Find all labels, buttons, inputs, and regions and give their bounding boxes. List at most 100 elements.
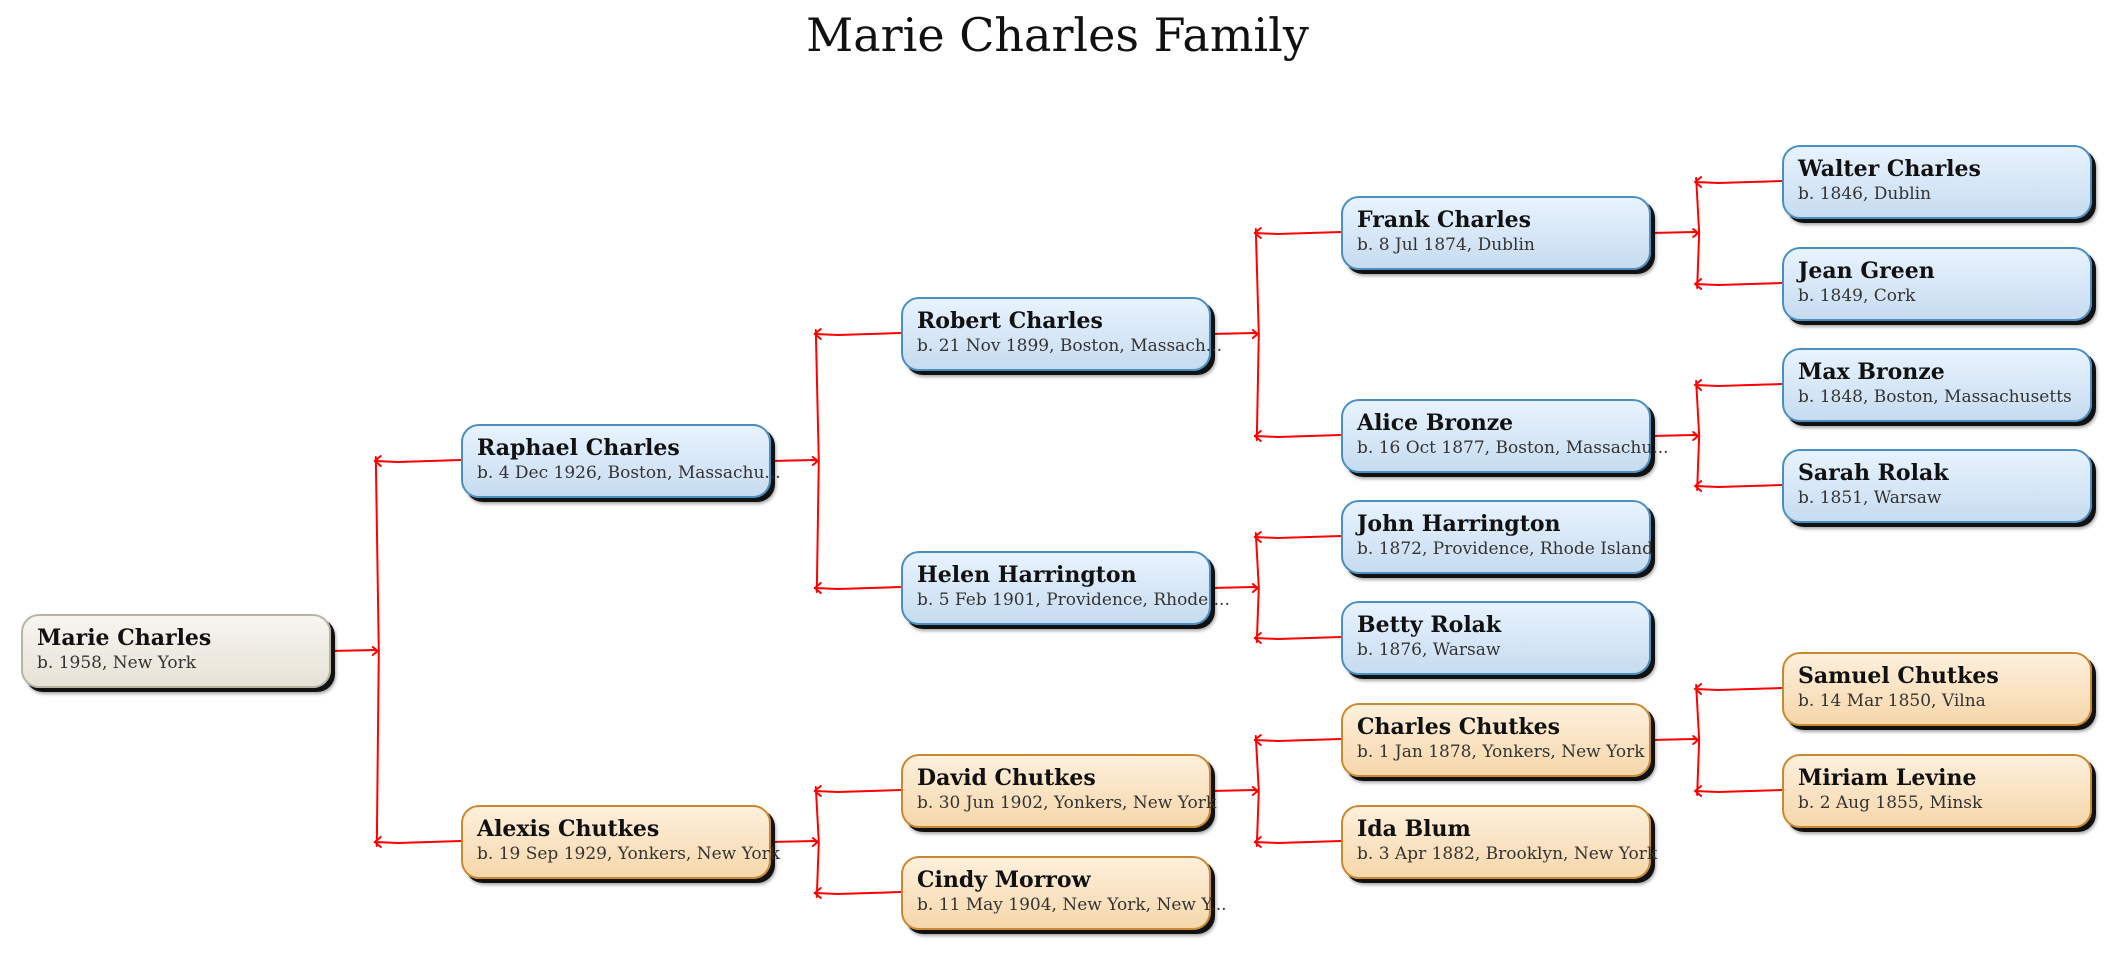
connector-child-line: [770, 459, 819, 462]
person-name: Helen Harrington: [917, 562, 1137, 588]
person-card-sarah-rolak[interactable]: Sarah Rolak b. 1851, Warsaw: [1782, 449, 2092, 523]
connector-father-line: [1253, 231, 1342, 235]
person-card-samuel-chutkes[interactable]: Samuel Chutkes b. 14 Mar 1850, Vilna: [1782, 652, 2092, 726]
person-birth: b. 1849, Cork: [1798, 286, 1916, 306]
person-name: Betty Rolak: [1357, 612, 1502, 638]
person-name: Robert Charles: [917, 308, 1103, 334]
connector-vertical-line: [374, 456, 380, 847]
connector-vertical-line: [1695, 684, 1701, 796]
connector-tick: [1694, 785, 1703, 797]
connector-arrowhead: [1692, 735, 1700, 745]
connector-arrowhead: [811, 837, 819, 847]
connector-child-line: [330, 649, 379, 652]
person-name: Cindy Morrow: [917, 867, 1091, 893]
connector-father-line: [373, 459, 462, 463]
connector-tick: [1253, 734, 1262, 746]
person-card-cindy-morrow[interactable]: Cindy Morrow b. 11 May 1904, New York, N…: [901, 856, 1227, 930]
person-card-alice-bronze[interactable]: Alice Bronze b. 16 Oct 1877, Boston, Mas…: [1341, 399, 1669, 473]
connector-tick: [373, 455, 382, 467]
person-birth: b. 1876, Warsaw: [1357, 640, 1501, 660]
person-name: Alice Bronze: [1357, 410, 1514, 436]
person-name: Miriam Levine: [1798, 765, 1977, 791]
connector-tick: [1694, 683, 1703, 695]
connector-tick: [1253, 430, 1262, 442]
person-birth: b. 8 Jul 1874, Dublin: [1357, 235, 1535, 255]
person-name: Walter Charles: [1798, 156, 1981, 182]
connector-mother-line: [1694, 789, 1783, 793]
person-card-marie-charles[interactable]: Marie Charles b. 1958, New York: [21, 614, 331, 688]
connector-mother-line: [1253, 434, 1342, 438]
person-birth: b. 5 Feb 1901, Providence, Rhode ...: [917, 590, 1230, 610]
person-birth: b. 14 Mar 1850, Vilna: [1798, 691, 1986, 711]
connector-child-line: [1210, 586, 1259, 589]
connector-tick: [813, 328, 822, 340]
connector-mother-line: [1694, 484, 1783, 488]
connector-father-line: [1694, 383, 1783, 387]
connector-arrowhead: [1251, 786, 1259, 796]
person-name: Ida Blum: [1357, 816, 1471, 842]
person-card-ida-blum[interactable]: Ida Blum b. 3 Apr 1882, Brooklyn, New Yo…: [1341, 805, 1658, 879]
connector-mother-line: [1694, 282, 1783, 286]
connector-tick: [1253, 836, 1262, 848]
person-card-jean-green[interactable]: Jean Green b. 1849, Cork: [1782, 247, 2092, 321]
person-birth: b. 1848, Boston, Massachusetts: [1798, 387, 2072, 407]
person-name: Sarah Rolak: [1798, 460, 1949, 486]
chart-title: Marie Charles Family: [806, 8, 1309, 62]
person-name: Frank Charles: [1357, 207, 1532, 233]
connector-mother-line: [813, 891, 902, 895]
connector-vertical-line: [814, 329, 820, 593]
person-name: Max Bronze: [1798, 359, 1945, 385]
person-birth: b. 4 Dec 1926, Boston, Massachu...: [477, 463, 781, 483]
person-birth: b. 16 Oct 1877, Boston, Massachu...: [1357, 438, 1669, 458]
connector-vertical-line: [1254, 228, 1260, 441]
connector-tick: [1694, 480, 1703, 492]
connector-tick: [373, 836, 382, 848]
person-card-john-harrington[interactable]: John Harrington b. 1872, Providence, Rho…: [1341, 500, 1654, 574]
person-birth: b. 30 Jun 1902, Yonkers, New York: [917, 793, 1217, 813]
person-card-miriam-levine[interactable]: Miriam Levine b. 2 Aug 1855, Minsk: [1782, 754, 2092, 828]
person-card-betty-rolak[interactable]: Betty Rolak b. 1876, Warsaw: [1341, 601, 1651, 675]
connector-arrowhead: [1251, 583, 1259, 593]
connector-arrowhead: [811, 456, 819, 466]
person-birth: b. 1 Jan 1878, Yonkers, New York: [1357, 742, 1645, 762]
connector-child-line: [1650, 231, 1700, 234]
connector-vertical-line: [1695, 380, 1701, 491]
person-card-raphael-charles[interactable]: Raphael Charles b. 4 Dec 1926, Boston, M…: [461, 424, 781, 498]
connector-child-line: [770, 840, 819, 843]
connector-tick: [813, 887, 822, 899]
person-card-walter-charles[interactable]: Walter Charles b. 1846, Dublin: [1782, 145, 2092, 219]
connector-mother-line: [373, 840, 462, 844]
connector-mother-line: [1253, 636, 1342, 640]
connector-child-line: [1210, 332, 1259, 335]
person-card-robert-charles[interactable]: Robert Charles b. 21 Nov 1899, Boston, M…: [901, 297, 1222, 371]
connector-tick: [1694, 379, 1703, 391]
person-name: David Chutkes: [917, 765, 1096, 791]
person-birth: b. 3 Apr 1882, Brooklyn, New York: [1357, 844, 1658, 864]
connector-arrowhead: [1692, 228, 1700, 238]
connector-tick: [1253, 227, 1262, 239]
connector-vertical-line: [1254, 532, 1260, 643]
person-card-helen-harrington[interactable]: Helen Harrington b. 5 Feb 1901, Providen…: [901, 551, 1230, 625]
person-birth: b. 1872, Providence, Rhode Island: [1357, 539, 1654, 559]
person-birth: b. 11 May 1904, New York, New Y...: [917, 895, 1227, 915]
person-birth: b. 19 Sep 1929, Yonkers, New York: [477, 844, 781, 864]
person-card-charles-chutkes[interactable]: Charles Chutkes b. 1 Jan 1878, Yonkers, …: [1341, 703, 1651, 777]
connector-tick: [1694, 176, 1703, 188]
person-name: Marie Charles: [37, 625, 212, 651]
connector-father-line: [813, 789, 902, 793]
person-name: Charles Chutkes: [1357, 714, 1561, 740]
person-card-david-chutkes[interactable]: David Chutkes b. 30 Jun 1902, Yonkers, N…: [901, 754, 1217, 828]
connector-child-line: [1650, 738, 1700, 741]
person-name: Raphael Charles: [477, 435, 680, 461]
person-card-frank-charles[interactable]: Frank Charles b. 8 Jul 1874, Dublin: [1341, 196, 1651, 270]
person-birth: b. 1851, Warsaw: [1798, 488, 1942, 508]
person-name: Alexis Chutkes: [477, 816, 660, 842]
connector-child-line: [1650, 434, 1700, 437]
connector-arrowhead: [371, 646, 379, 656]
person-card-max-bronze[interactable]: Max Bronze b. 1848, Boston, Massachusett…: [1782, 348, 2092, 422]
connector-tick: [813, 582, 822, 594]
connector-arrowhead: [1692, 431, 1700, 441]
person-card-alexis-chutkes[interactable]: Alexis Chutkes b. 19 Sep 1929, Yonkers, …: [461, 805, 781, 879]
connector-arrowhead: [1251, 329, 1259, 339]
person-birth: b. 1846, Dublin: [1798, 184, 1932, 204]
